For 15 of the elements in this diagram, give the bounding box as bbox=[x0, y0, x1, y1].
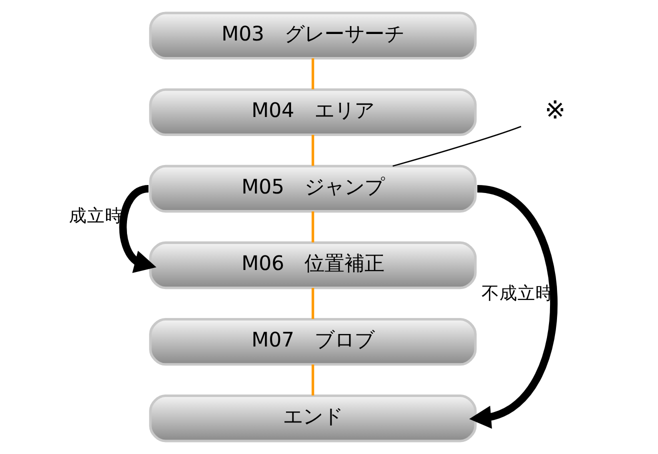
node-box: M03 グレーサーチ bbox=[149, 12, 477, 60]
edge-label: 不成立時 bbox=[481, 284, 554, 304]
connector bbox=[312, 288, 314, 319]
connector bbox=[312, 211, 314, 242]
connector bbox=[312, 58, 314, 90]
connector bbox=[312, 134, 314, 166]
node-box: M06 位置補正 bbox=[149, 241, 477, 290]
connector bbox=[392, 126, 522, 167]
node-box: エンド bbox=[149, 394, 477, 442]
node-box: M04 エリア bbox=[149, 88, 477, 136]
node-text: ※ bbox=[544, 95, 566, 124]
connector bbox=[312, 364, 314, 396]
node-box: M05 ジャンプ bbox=[149, 164, 477, 213]
arrow bbox=[469, 185, 558, 429]
node-box: M07 ブロブ bbox=[149, 318, 477, 366]
